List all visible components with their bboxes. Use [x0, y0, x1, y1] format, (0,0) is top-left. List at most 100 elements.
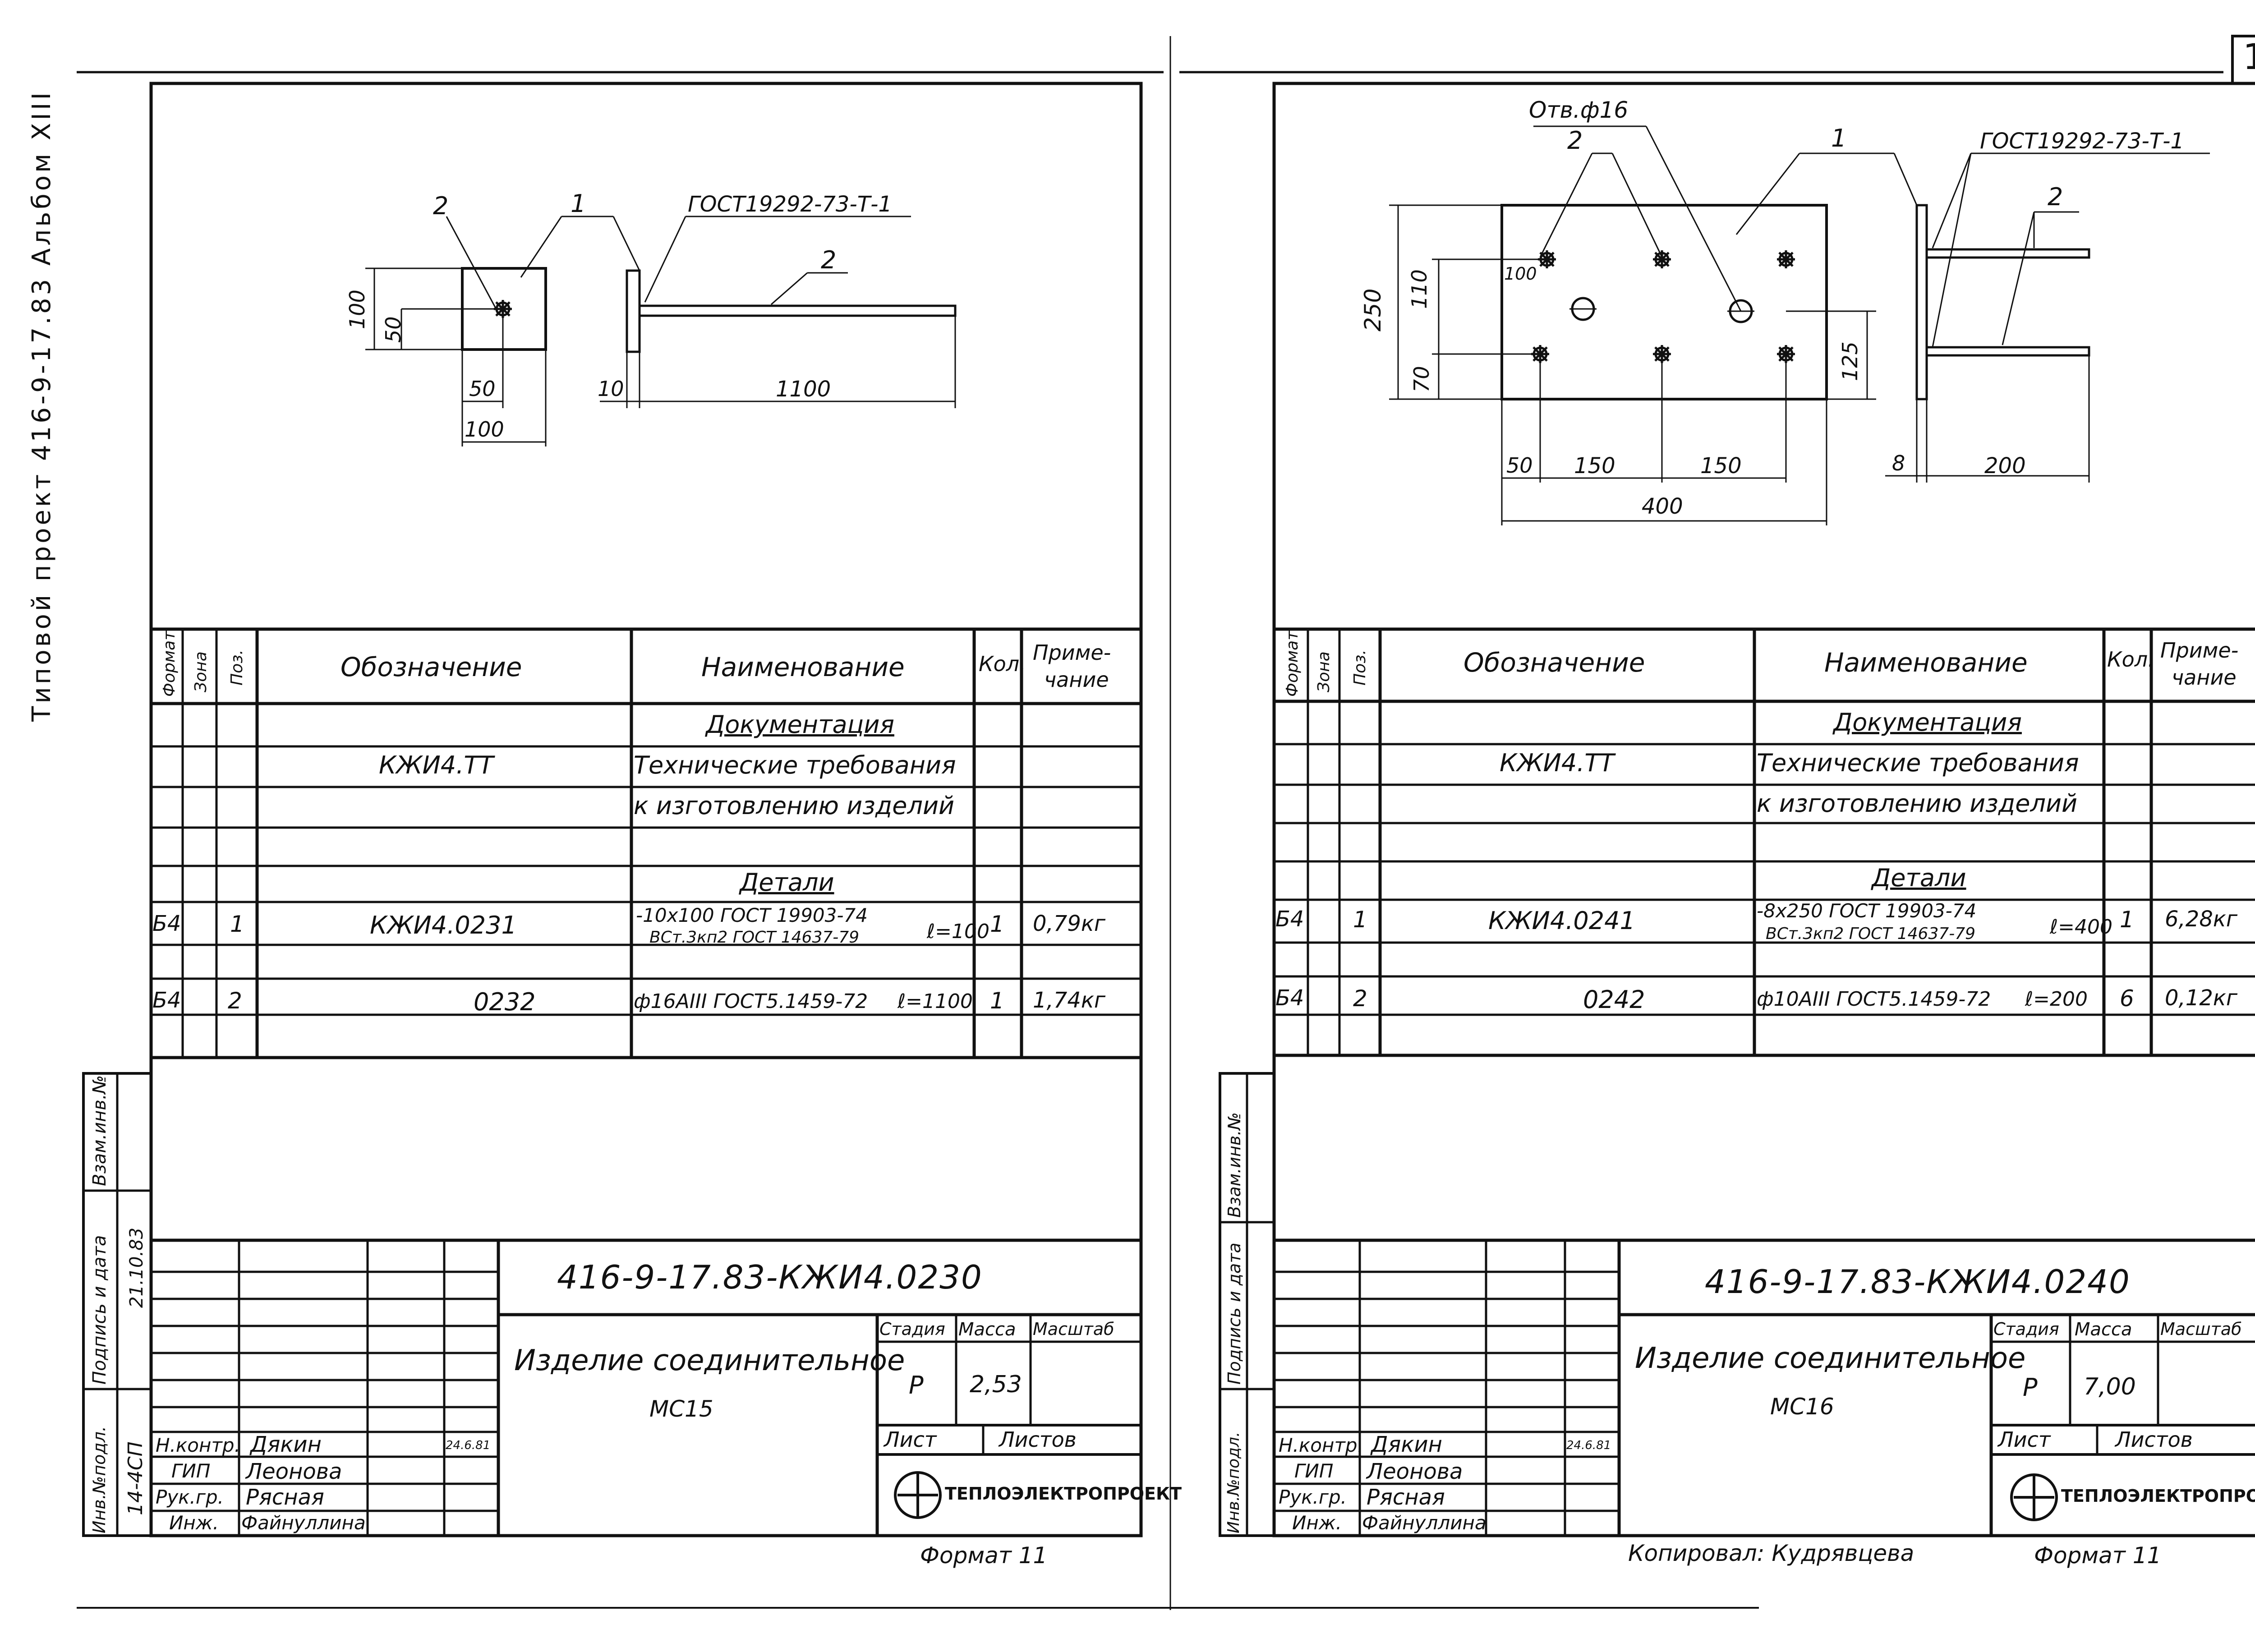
right-p2-code: 0242	[1583, 985, 1645, 1014]
left-organization: ТЕПЛОЭЛЕКТРОПРОЕКТ	[945, 1484, 1182, 1504]
right-header-pos: Поз.	[1351, 649, 1369, 686]
left-section-parts: Детали	[740, 868, 834, 897]
hole-icon	[1569, 297, 1597, 321]
left-pos2-label: 2	[433, 192, 449, 220]
left-p2-code: 0232	[474, 988, 536, 1016]
left-doc-name2: к изготовлению изделий	[634, 791, 955, 820]
right-dim-70: 70	[1409, 366, 1434, 392]
right-dim-100: 100	[1504, 264, 1537, 284]
right-side-view	[1863, 152, 2210, 483]
right-copied-by: Копировал: Кудрявцева	[1628, 1540, 1914, 1566]
left-p2-format: Б4	[152, 988, 181, 1013]
right-p1-qty: 1	[2120, 907, 2134, 933]
right-pos1-label: 1	[1831, 124, 1847, 152]
left-p1-pos: 1	[230, 911, 244, 937]
left-name-0: Дякин	[250, 1432, 322, 1457]
left-dim-50-vertical: 50	[381, 316, 405, 343]
left-pos1-label: 1	[571, 189, 586, 218]
left-p1-code: КЖИ4.0231	[370, 911, 517, 939]
right-organization: ТЕПЛОЭЛЕКТРОПРОЕКТ	[2061, 1486, 2255, 1506]
right-header-qty: Кол.	[2107, 647, 2154, 672]
left-name-2: Рясная	[246, 1485, 324, 1510]
right-format: Формат 11	[2034, 1542, 2162, 1569]
right-p1-format: Б4	[1275, 907, 1304, 932]
left-format: Формат 11	[920, 1542, 1048, 1569]
left-stamp-sign-date: Подпись и дата	[89, 1235, 110, 1385]
right-dim-8: 8	[1892, 451, 1905, 475]
left-doc-code: КЖИ4.ТТ	[379, 751, 494, 779]
right-header-name: Наименование	[1824, 647, 2028, 678]
left-side-view	[561, 216, 957, 408]
right-stud-icon	[1538, 250, 1556, 268]
right-p2-name: ф10АIII ГОСТ5.1459-72	[1757, 988, 1991, 1011]
right-section-parts: Детали	[1872, 864, 1966, 892]
right-dim-150a: 150	[1574, 453, 1615, 479]
left-spec-grid	[151, 627, 1141, 1059]
left-p2-qty: 1	[990, 988, 1004, 1014]
right-header-designation: Обозначение	[1463, 647, 1645, 678]
right-date: 24.6.81	[1566, 1439, 1611, 1452]
right-pos2-label: 2	[1567, 126, 1583, 155]
org-logo-left-icon	[894, 1471, 942, 1519]
left-document-code: 416-9-17.83-КЖИ4.0230	[557, 1258, 983, 1296]
left-stamp-inv-num: 14-4СП	[124, 1441, 147, 1515]
right-header-note1: Приме-	[2160, 638, 2239, 663]
right-name-1: Леонова	[1367, 1459, 1463, 1484]
right-header-note2: чание	[2172, 665, 2237, 690]
left-header-qty: Кол.	[979, 652, 1026, 676]
right-stamp-sign-date: Подпись и дата	[1224, 1242, 1244, 1385]
left-stage: Р	[909, 1371, 924, 1399]
left-header-format: Формат	[160, 630, 179, 697]
left-header-name: Наименование	[701, 652, 905, 682]
right-document-code: 416-9-17.83-КЖИ4.0240	[1705, 1263, 2131, 1301]
right-p2-mass: 0,12кг	[2165, 985, 2238, 1011]
right-title-grid	[1274, 1238, 2255, 1536]
left-p2-pos: 2	[228, 988, 242, 1014]
left-role-2: Рук.гр.	[156, 1486, 224, 1508]
left-scale-header: Масштаб	[1033, 1319, 1114, 1339]
left-header-note1: Приме-	[1033, 640, 1111, 665]
right-plate-view	[1389, 125, 1876, 525]
right-sheet-header: Лист	[1998, 1427, 2051, 1452]
left-gost-label: ГОСТ19292-73-Т-1	[688, 192, 892, 217]
right-dim-250: 250	[1360, 288, 1386, 331]
left-header-note2: чание	[1044, 667, 1109, 692]
right-gost-label: ГОСТ19292-73-Т-1	[1980, 129, 2184, 154]
right-role-1: ГИП	[1294, 1460, 1334, 1482]
right-p1-length: ℓ=400	[2050, 916, 2113, 939]
right-stamp-inv-orig: Инв.№подл.	[1224, 1431, 1243, 1533]
left-section-docs: Документация	[706, 710, 894, 739]
left-stamp-inv-orig: Инв.№подл.	[89, 1426, 109, 1533]
right-dim-150b: 150	[1700, 453, 1742, 479]
stud-marks	[494, 250, 1795, 363]
side-title: Типовой проект 416-9-17.83 Альбом XIII	[27, 90, 56, 722]
right-header-zone: Зона	[1315, 651, 1333, 692]
left-p1-qty: 1	[990, 911, 1004, 937]
left-dim-100-vertical: 100	[345, 290, 369, 329]
right-section-docs: Документация	[1833, 708, 2022, 736]
right-spec-grid	[1274, 627, 2255, 1057]
right-p1-name2: ВСт.3кп2 ГОСТ 14637-79	[1766, 925, 1976, 943]
right-product-name: Изделие соединительное	[1635, 1342, 2026, 1375]
right-role-2: Рук.гр.	[1279, 1486, 1347, 1508]
right-role-3: Инж.	[1292, 1512, 1342, 1534]
right-p2-pos: 2	[1353, 985, 1367, 1012]
right-role-0: Н.контр.	[1279, 1434, 1363, 1456]
left-name-1: Леонова	[246, 1459, 342, 1484]
left-p2-name: ф16АIII ГОСТ5.1459-72	[634, 990, 868, 1013]
right-name-3: Файнуллина	[1362, 1512, 1486, 1534]
right-dim-50: 50	[1506, 453, 1533, 478]
right-hole-label: Отв.ф16	[1529, 97, 1629, 123]
left-stamp-replace: Взам.инв.№	[89, 1075, 110, 1186]
left-role-3: Инж.	[169, 1512, 219, 1534]
right-p1-mass: 6,28кг	[2165, 907, 2238, 932]
right-product-code: МС16	[1770, 1394, 1834, 1420]
right-stamp-replace: Взам.инв.№	[1224, 1112, 1244, 1218]
left-header-pos: Поз.	[228, 649, 246, 686]
right-p2-format: Б4	[1275, 985, 1304, 1011]
right-doc-code: КЖИ4.ТТ	[1500, 749, 1615, 777]
left-product-name: Изделие соединительное	[514, 1344, 905, 1377]
right-doc-name1: Технические требования	[1757, 749, 2079, 777]
left-dim-100-horizontal: 100	[465, 417, 504, 442]
left-date: 24.6.81	[446, 1439, 491, 1452]
